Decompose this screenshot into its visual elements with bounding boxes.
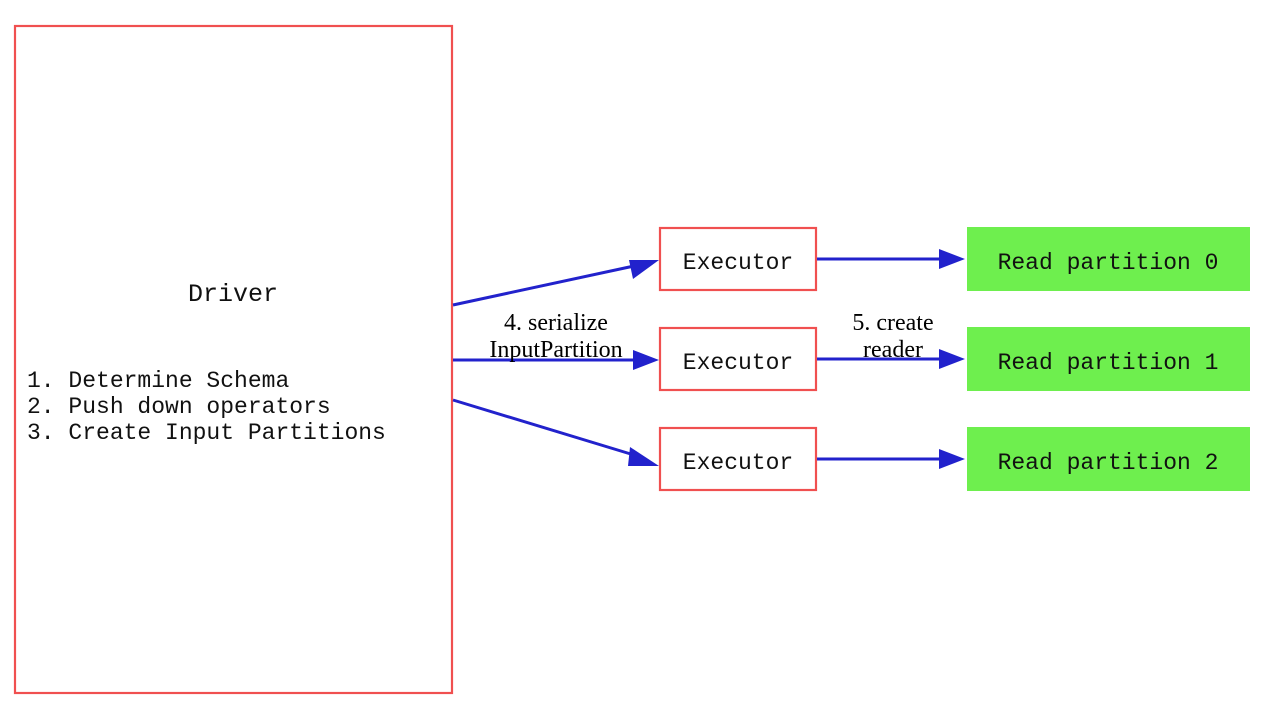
arrow-driver-to-executor-1 <box>452 264 635 307</box>
driver-step-2: 2. Push down operators <box>27 394 331 420</box>
arrowhead-executor-2-to-partition-1 <box>939 349 965 369</box>
partition-label-2: Read partition 2 <box>998 450 1219 476</box>
executor-box-3 <box>658 426 818 492</box>
arrowhead-driver-to-executor-2 <box>633 350 659 370</box>
arrowhead-driver-to-executor-1 <box>629 260 659 279</box>
driver-step-1: 1. Determine Schema <box>27 368 289 394</box>
driver-step-3: 3. Create Input Partitions <box>27 420 386 446</box>
edge-label-serialize-line2: InputPartition <box>489 337 622 363</box>
arrowhead-driver-to-executor-3 <box>628 447 659 466</box>
partition-label-1: Read partition 1 <box>998 350 1219 376</box>
executor-box-2 <box>658 326 818 392</box>
arrow-driver-to-executor-3 <box>452 398 635 457</box>
partition-box-2 <box>967 427 1250 491</box>
partition-label-0: Read partition 0 <box>998 250 1219 276</box>
arrowhead-executor-1-to-partition-0 <box>939 249 965 269</box>
edge-label-create-reader-line1: 5. create <box>852 310 933 336</box>
executor-label-1: Executor <box>683 250 793 276</box>
arrowhead-executor-3-to-partition-2 <box>939 449 965 469</box>
executor-box-1 <box>658 226 818 292</box>
edge-label-create-reader-line2: reader <box>863 337 923 363</box>
partition-box-1 <box>967 327 1250 391</box>
partition-box-0 <box>967 227 1250 291</box>
executor-label-2: Executor <box>683 350 793 376</box>
driver-box <box>13 24 454 695</box>
driver-title: Driver <box>188 280 278 309</box>
executor-label-3: Executor <box>683 450 793 476</box>
edge-label-serialize-line1: 4. serialize <box>504 310 608 336</box>
